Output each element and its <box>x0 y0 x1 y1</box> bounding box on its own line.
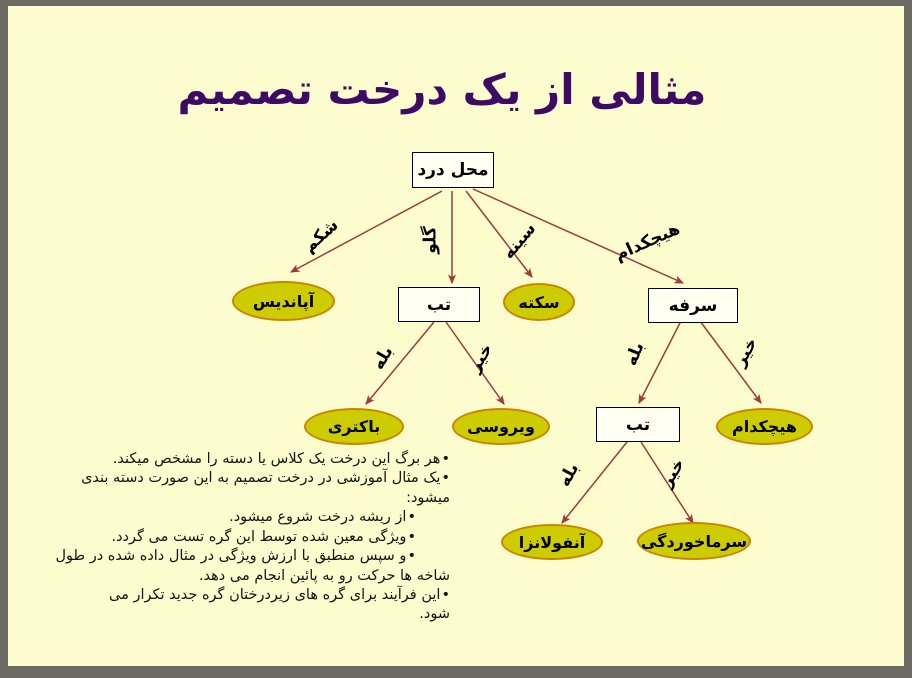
edge-label-throat: گلو <box>420 226 441 254</box>
tree-node-fever-cough[interactable]: تب <box>596 407 680 442</box>
tree-node-none-cough[interactable]: هیچکدام <box>716 408 813 445</box>
note-line: یک مثال آموزشی در درخت تصمیم به این صورت… <box>18 469 450 488</box>
tree-node-fever-throat[interactable]: تب <box>398 287 480 322</box>
tree-node-appendix[interactable]: آپاندیس <box>232 281 335 321</box>
tree-node-root[interactable]: محل درد <box>412 152 494 188</box>
note-line: ویژگی معین شده توسط این گره تست می گردد. <box>18 528 450 547</box>
note-line: از ریشه درخت شروع میشود. <box>18 508 450 527</box>
tree-node-influenza[interactable]: آنفولانزا <box>501 524 603 560</box>
tree-node-cough[interactable]: سرفه <box>648 288 738 323</box>
note-line: این فرآیند برای گره های زیردرختان گره جد… <box>18 586 450 605</box>
note-line: میشود: <box>406 489 450 506</box>
tree-node-cold[interactable]: سرماخوردگی <box>637 522 751 560</box>
note-line: و سپس منطبق با ارزش ویژگی در مثال داده ش… <box>18 547 450 566</box>
tree-node-viral[interactable]: ویروسی <box>452 408 550 445</box>
note-line: هر برگ این درخت یک کلاس یا دسته را مشخص … <box>18 450 450 469</box>
tree-node-stroke[interactable]: سکته <box>503 283 575 321</box>
page-title: مثالی از یک درخت تصمیم <box>177 65 707 114</box>
notes-block: هر برگ این درخت یک کلاس یا دسته را مشخص … <box>18 450 450 625</box>
note-line: شود. <box>419 606 450 623</box>
note-line: شاخه ها حرکت رو به پائین انجام می دهد. <box>198 567 450 584</box>
tree-node-bacterial[interactable]: باکتری <box>304 408 404 445</box>
